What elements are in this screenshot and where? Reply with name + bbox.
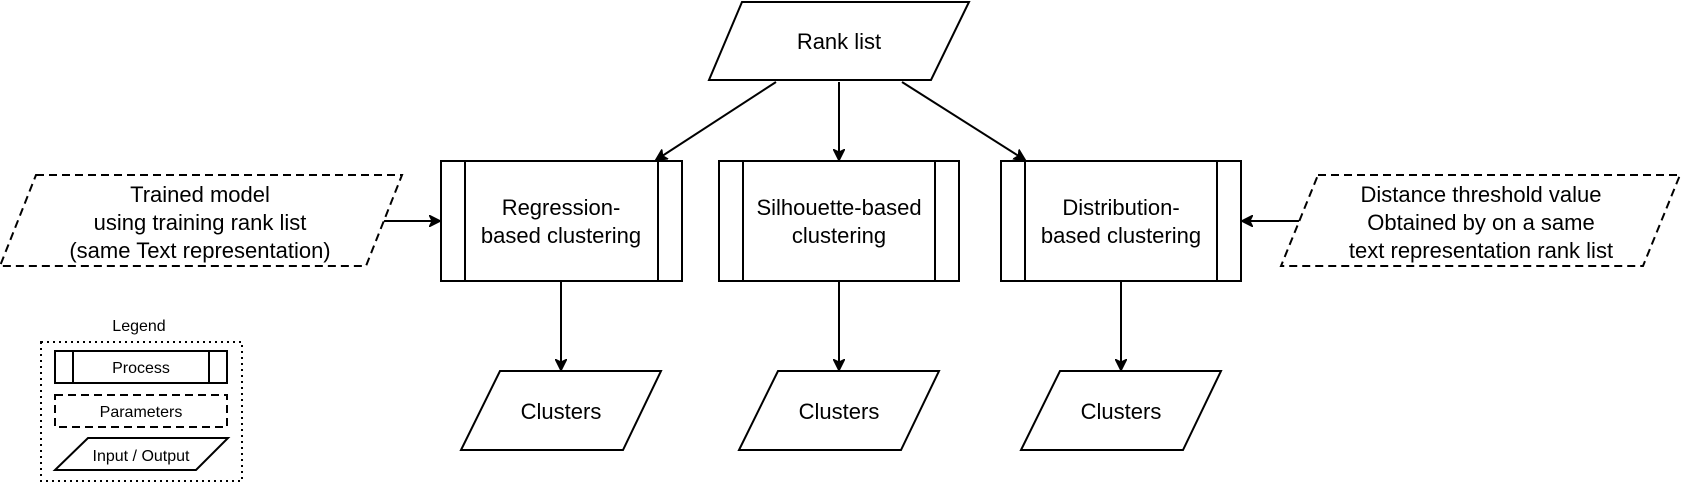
rank-list-node: Rank list [707, 0, 971, 81]
distance-threshold-parameter-node: Distance threshold value Obtained by on … [1279, 174, 1682, 267]
legend-title: Legend [112, 318, 165, 335]
trained-model-label-line1: Trained model [130, 182, 270, 207]
regression-clustering-node: Regression- based clustering [440, 160, 683, 282]
silhouette-clustering-label-line2: clustering [792, 223, 886, 248]
legend-parameters-item: Parameters [54, 394, 228, 428]
regression-clustering-label-line2: based clustering [481, 223, 641, 248]
distance-threshold-label-line2: Obtained by on a same [1367, 210, 1594, 235]
clusters-distribution-label: Clusters [1081, 399, 1162, 424]
clusters-silhouette-node: Clusters [737, 370, 941, 451]
legend: Legend Process Parameters Input / Output [40, 318, 243, 482]
rank-list-label: Rank list [797, 29, 881, 54]
legend-frame [40, 341, 243, 482]
legend-io-item: Input / Output [52, 437, 231, 471]
silhouette-clustering-node: Silhouette-based clustering [718, 160, 960, 282]
distance-threshold-label-line3: text representation rank list [1349, 238, 1613, 263]
clusters-silhouette-label: Clusters [799, 399, 880, 424]
edges [381, 81, 1303, 370]
edge-ranklist-to-distribution [901, 81, 1025, 160]
distribution-clustering-label-line2: based clustering [1041, 223, 1201, 248]
distance-threshold-label-line1: Distance threshold value [1361, 182, 1602, 207]
trained-model-parameter-node: Trained model using training rank list (… [0, 174, 404, 267]
regression-clustering-label-line1: Regression- [502, 195, 621, 220]
distribution-clustering-node: Distribution- based clustering [1000, 160, 1242, 282]
clusters-distribution-node: Clusters [1019, 370, 1223, 451]
silhouette-clustering-label-line1: Silhouette-based [756, 195, 921, 220]
legend-parameters-label: Parameters [100, 404, 183, 421]
distribution-clustering-label-line1: Distribution- [1062, 195, 1179, 220]
edge-ranklist-to-regression [656, 81, 777, 160]
legend-process-item: Process [54, 350, 228, 384]
clusters-regression-label: Clusters [521, 399, 602, 424]
legend-io-label: Input / Output [93, 448, 191, 465]
trained-model-label-line2: using training rank list [94, 210, 307, 235]
trained-model-label-line3: (same Text representation) [69, 238, 330, 263]
clusters-regression-node: Clusters [459, 370, 663, 451]
legend-process-label: Process [112, 360, 170, 377]
